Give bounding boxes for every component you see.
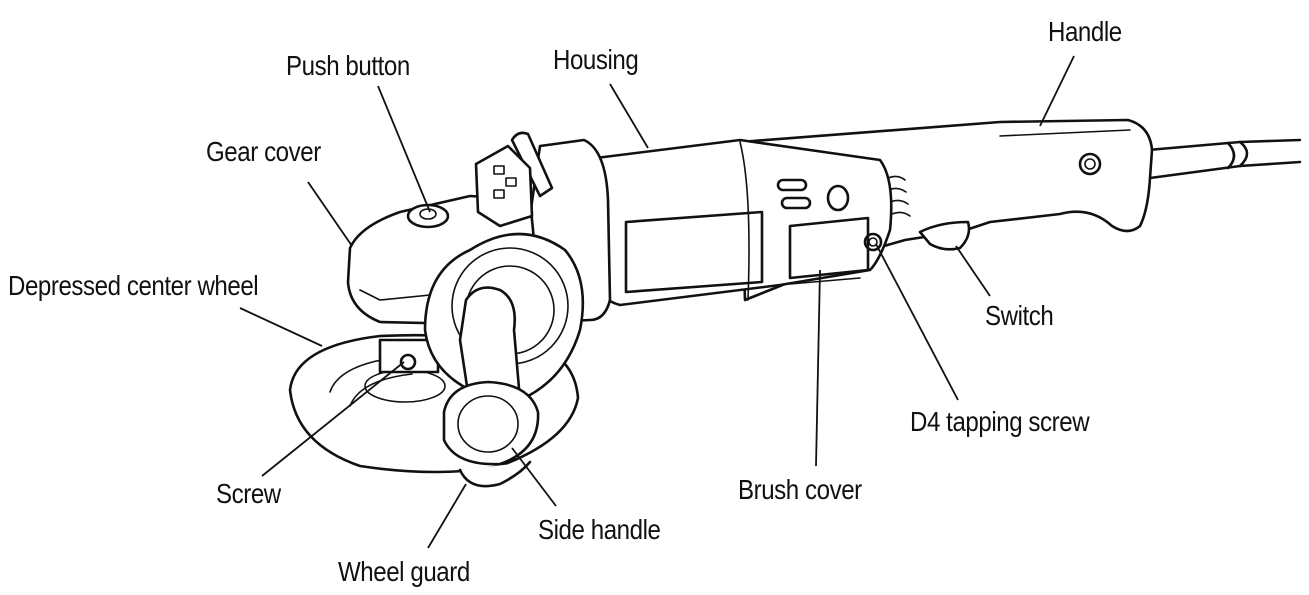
side-handle — [442, 286, 540, 488]
label-brush-cover: Brush cover — [738, 474, 862, 505]
label-switch: Switch — [985, 300, 1054, 331]
leader-depressed-center-wheel — [239, 307, 323, 347]
label-side-handle: Side handle — [538, 514, 661, 545]
label-push-button: Push button — [286, 50, 410, 81]
leader-brush-cover — [815, 269, 821, 467]
power-cord — [1146, 138, 1302, 180]
leader-gear-cover — [307, 181, 353, 247]
label-screw: Screw — [216, 478, 281, 509]
leader-handle — [1039, 55, 1075, 127]
label-wheel-guard: Wheel guard — [338, 556, 470, 587]
motor-housing — [578, 138, 893, 307]
switch-trigger — [918, 220, 971, 251]
label-gear-cover: Gear cover — [206, 136, 321, 167]
leader-side-handle — [511, 447, 557, 507]
leader-d4-tapping-screw — [875, 243, 959, 401]
label-handle: Handle — [1048, 16, 1122, 47]
label-housing: Housing — [553, 44, 639, 75]
leader-wheel-guard — [427, 483, 467, 549]
leader-lines — [239, 55, 1075, 549]
leader-push-button — [377, 85, 431, 213]
leader-housing — [609, 83, 649, 149]
leader-switch — [955, 245, 991, 297]
leader-screw — [261, 361, 405, 477]
label-d4-tapping-screw: D4 tapping screw — [910, 406, 1090, 437]
label-depressed-center-wheel: Depressed center wheel — [8, 270, 259, 301]
